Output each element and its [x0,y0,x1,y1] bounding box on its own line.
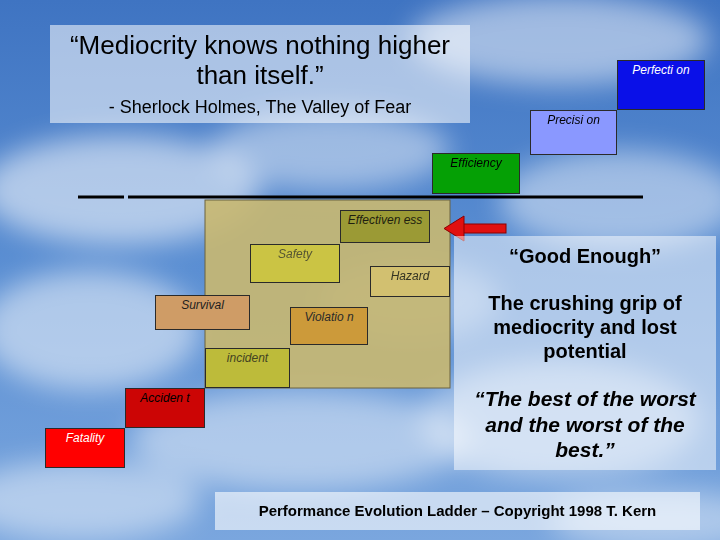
ladder-step: Precisi on [530,110,617,155]
copyright-panel: Performance Evolution Ladder – Copyright… [215,492,700,530]
node-text: Efficiency [437,157,515,171]
ladder-step: Efficiency [432,153,520,194]
node-text: Perfecti on [622,64,700,78]
commentary-panel: “Good Enough” The crushing grip of medioc… [454,236,716,470]
node-text: Precisi on [535,114,612,128]
node-text: - Sherlock Holmes, The Valley of Fear [60,97,460,118]
ladder-step: Hazard [370,266,450,297]
ladder-step: Acciden t [125,388,205,428]
ladder-step: incident [205,348,290,388]
ladder-step: Fatality [45,428,125,468]
node-text: The crushing grip of mediocrity and lost… [460,291,710,363]
threshold-line [128,196,643,199]
node-text: Performance Evolution Ladder – Copyright… [221,502,694,520]
node-text: Violatio n [295,311,363,325]
threshold-line [78,196,124,199]
node-text: Effectiven ess [345,214,425,228]
ladder-step: Violatio n [290,307,368,345]
node-text: Hazard [375,270,445,284]
node-text: “Good Enough” [460,244,710,268]
node-text: incident [210,352,285,366]
node-text: “Mediocrity knows nothing higher than it… [60,31,460,91]
quote-panel: “Mediocrity knows nothing higher than it… [50,25,470,123]
ladder-step: Perfecti on [617,60,705,110]
node-text: Safety [255,248,335,262]
node-text: Acciden t [130,392,200,406]
node-text: “The best of the worst and the worst of … [460,386,710,462]
node-text: Survival [160,299,245,313]
ladder-step: Safety [250,244,340,283]
good-enough-zone [205,200,450,388]
ladder-step: Survival [155,295,250,330]
ladder-step: Effectiven ess [340,210,430,243]
node-text: Fatality [50,432,120,446]
